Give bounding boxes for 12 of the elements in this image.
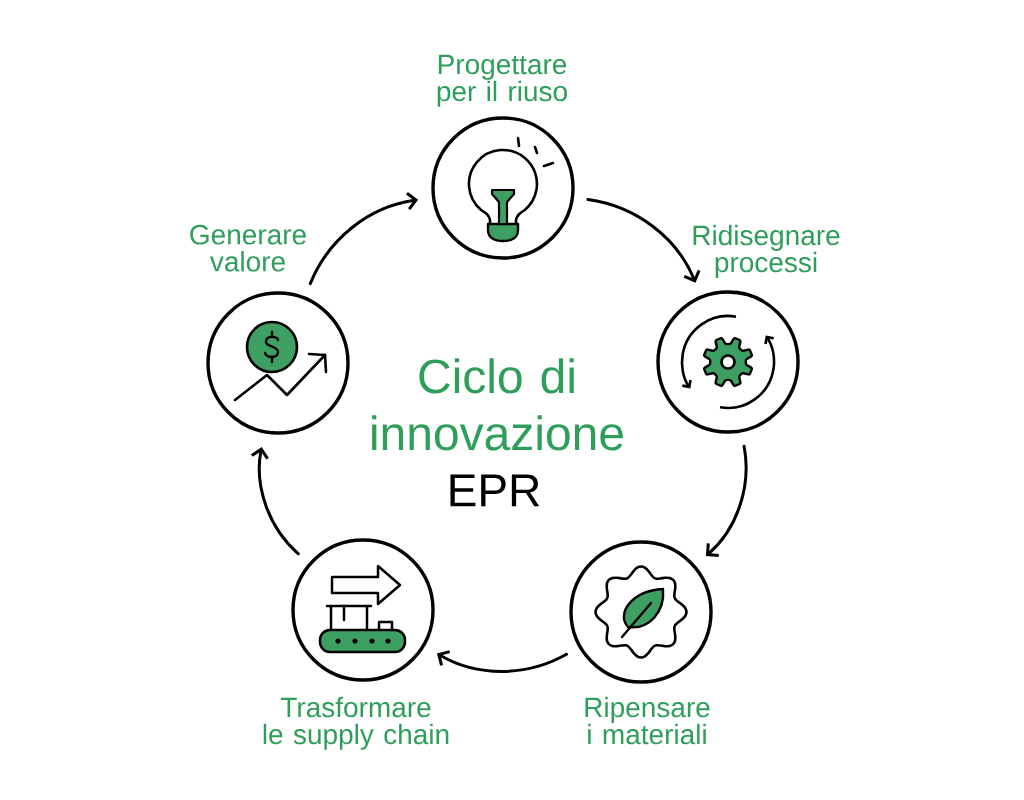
arrow xyxy=(705,444,748,557)
arrow xyxy=(251,447,300,556)
arrow xyxy=(586,198,701,283)
node-label: Generare valore xyxy=(190,224,306,272)
node-label: Ripensare i materiali xyxy=(585,696,710,745)
center-title: EPR xyxy=(450,474,540,507)
arrow xyxy=(436,650,568,673)
node-label: Progettare per il riuso xyxy=(437,54,567,107)
center-title: Ciclo di innovazione xyxy=(372,358,623,451)
arrow xyxy=(308,192,419,286)
node-label: Trasformare le supply chain xyxy=(263,696,449,750)
node-label: Ridisegnare processi xyxy=(693,224,840,278)
